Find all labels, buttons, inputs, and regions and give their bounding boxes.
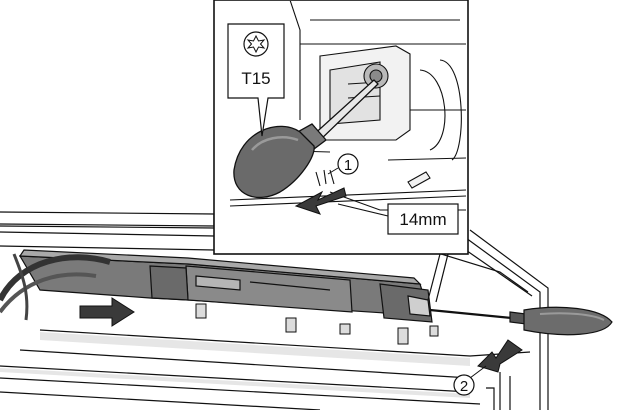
detail-inset: T15 1 14mm <box>213 0 469 255</box>
screwdriver-main <box>429 306 613 336</box>
screwdriver-detail <box>233 79 379 199</box>
inset-leader <box>427 253 449 303</box>
torx-callout: T15 <box>227 23 285 137</box>
appliance-body <box>0 211 549 410</box>
arrow-push-left <box>79 297 135 327</box>
rail-shading <box>0 332 470 398</box>
dimension-callout: 14mm <box>337 203 459 235</box>
dimension-label: 14mm <box>399 210 446 229</box>
hinge-mechanism <box>0 249 433 323</box>
step-2-label: 2 <box>460 378 468 395</box>
step-marker-1: 1 <box>327 153 359 175</box>
arrow-unscrew <box>294 187 347 215</box>
step-marker-2: 2 <box>453 365 487 396</box>
arrow-pull-out <box>477 339 523 373</box>
step-1-label: 1 <box>344 157 352 174</box>
bar-fasteners <box>195 303 439 345</box>
torx-size-label: T15 <box>241 69 270 88</box>
torx-star-icon <box>243 31 269 57</box>
